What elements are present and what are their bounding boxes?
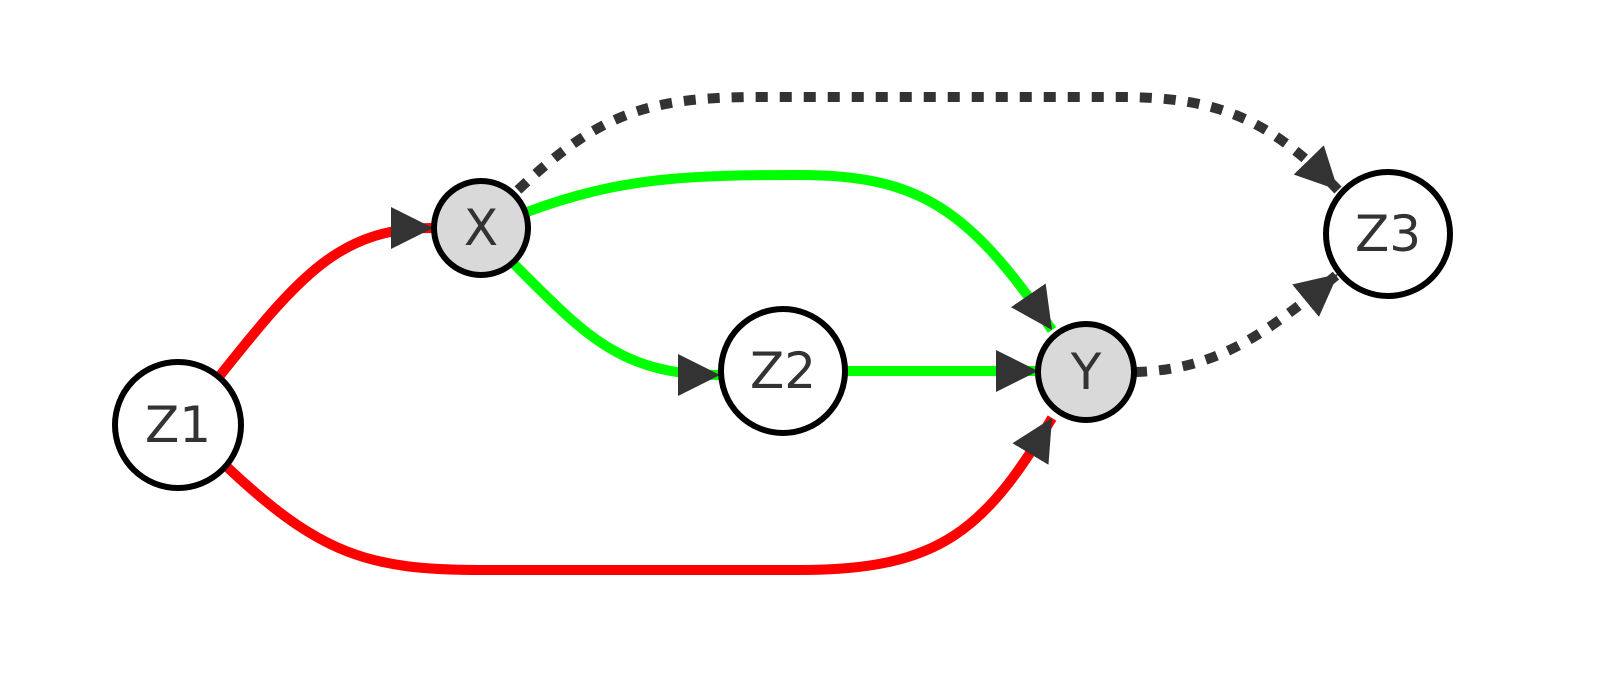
- node-x: X: [431, 178, 531, 278]
- node-z1: Z1: [112, 359, 244, 491]
- edge-x-z3: [514, 92, 1342, 194]
- edge-z1-y: [222, 415, 1057, 575]
- edge-y-z3: [1134, 270, 1342, 377]
- node-label: Z1: [145, 396, 211, 454]
- node-label: Z2: [750, 342, 816, 400]
- node-label: Y: [1070, 343, 1102, 401]
- node-label: X: [464, 199, 498, 257]
- edge-z1-x: [214, 207, 434, 382]
- node-label: Z3: [1355, 205, 1421, 263]
- node-y: Y: [1035, 321, 1137, 423]
- node-z2: Z2: [718, 306, 848, 436]
- edge-x-z2: [508, 258, 721, 396]
- node-z3: Z3: [1323, 169, 1453, 299]
- edge-x-y: [525, 169, 1057, 333]
